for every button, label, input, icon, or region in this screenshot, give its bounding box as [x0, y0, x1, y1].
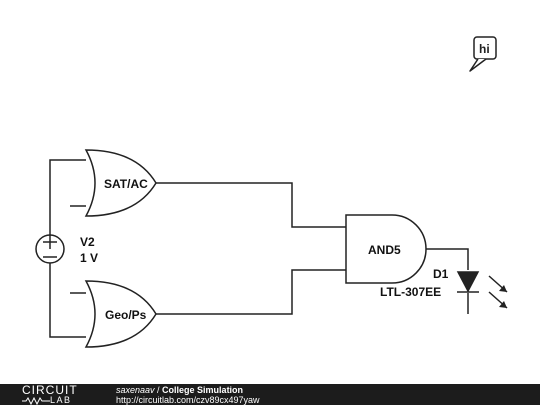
- light-emission-icon: [488, 275, 508, 309]
- logo-top-text: CIRCUIT: [22, 383, 78, 397]
- source-value: 1 V: [80, 251, 98, 265]
- circuit-schematic: SAT/AC Geo/Ps AND5 V2 1 V D1 LTL-307EE: [35, 36, 508, 348]
- voltage-source[interactable]: V2 1 V: [35, 234, 98, 265]
- and-gate[interactable]: AND5: [345, 214, 427, 284]
- source-name: V2: [80, 235, 95, 249]
- footer-bar: CIRCUIT LAB saxenaav / College Simulatio…: [0, 384, 540, 405]
- author-link[interactable]: saxenaav: [116, 385, 155, 395]
- or-gate-top-label: SAT/AC: [104, 177, 148, 191]
- resistor-icon: [22, 396, 50, 405]
- logo-bottom-text: LAB: [50, 395, 72, 405]
- wires: [49, 159, 469, 338]
- diode-part: LTL-307EE: [380, 285, 441, 299]
- circuit-meta: saxenaav / College Simulation http://cir…: [116, 385, 260, 405]
- circuit-url[interactable]: http://circuitlab.com/czv89cx497yaw: [116, 395, 260, 405]
- meta-separator: /: [154, 385, 163, 395]
- diode-name: D1: [433, 267, 449, 281]
- speech-bubble-icon[interactable]: hi: [469, 36, 497, 72]
- circuitlab-logo[interactable]: CIRCUIT LAB: [22, 384, 94, 405]
- or-gate-top[interactable]: SAT/AC: [84, 149, 157, 217]
- badge-text: hi: [479, 42, 490, 56]
- led-diode[interactable]: D1 LTL-307EE: [380, 267, 508, 309]
- logo-bottom: LAB: [22, 395, 72, 405]
- circuit-title[interactable]: College Simulation: [162, 385, 244, 395]
- and-gate-label: AND5: [368, 243, 401, 257]
- or-gate-bottom[interactable]: Geo/Ps: [84, 280, 157, 348]
- or-gate-bottom-label: Geo/Ps: [105, 308, 147, 322]
